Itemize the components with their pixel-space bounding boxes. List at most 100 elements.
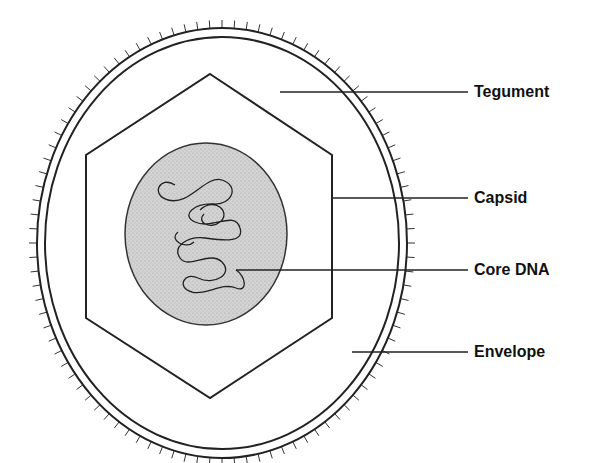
- spike: [304, 436, 308, 443]
- spike: [407, 257, 415, 258]
- spike: [94, 76, 100, 82]
- spike: [403, 200, 411, 201]
- spike: [344, 76, 350, 82]
- spike: [361, 96, 367, 101]
- spike: [94, 405, 100, 411]
- spike: [69, 374, 76, 378]
- leader-line: [352, 351, 468, 353]
- spike: [344, 405, 350, 411]
- spike: [353, 395, 359, 400]
- envelope-inner-outline: [45, 37, 399, 449]
- spike: [29, 257, 37, 258]
- spike: [197, 22, 198, 30]
- spike: [369, 108, 376, 112]
- spike: [407, 243, 415, 244]
- spike: [258, 454, 260, 462]
- spike: [281, 32, 284, 39]
- spike: [136, 436, 140, 443]
- spike: [270, 28, 272, 36]
- spike: [69, 108, 76, 112]
- spike: [405, 271, 413, 273]
- spike: [49, 338, 56, 341]
- spike: [172, 451, 174, 459]
- spike: [393, 158, 401, 161]
- spike: [44, 158, 52, 161]
- part-label: Envelope: [474, 342, 545, 362]
- spike: [184, 454, 186, 462]
- spike: [184, 24, 186, 32]
- spike: [405, 214, 413, 216]
- spike: [246, 22, 247, 30]
- spike: [361, 385, 367, 390]
- spike: [401, 186, 409, 188]
- spike: [197, 456, 198, 463]
- spike: [31, 214, 39, 216]
- part-label: Core DNA: [474, 260, 550, 280]
- spike: [61, 362, 68, 366]
- spike: [125, 429, 129, 436]
- spike: [335, 66, 340, 72]
- spike: [325, 422, 330, 428]
- spike: [388, 145, 395, 148]
- spike: [39, 312, 47, 314]
- spike: [335, 414, 340, 420]
- spike: [33, 285, 41, 286]
- spike: [388, 338, 395, 341]
- spike: [104, 414, 109, 420]
- spike: [49, 145, 56, 148]
- spike: [222, 20, 223, 28]
- spike: [36, 299, 44, 301]
- spike: [31, 271, 39, 273]
- spike: [209, 20, 211, 28]
- spike: [55, 132, 62, 136]
- core: [125, 143, 287, 325]
- spike: [401, 299, 409, 301]
- spike: [29, 243, 37, 244]
- spike: [376, 362, 383, 366]
- leader-line: [332, 197, 468, 199]
- spike: [125, 50, 129, 57]
- spike: [77, 96, 83, 101]
- leader-line: [280, 91, 468, 93]
- spike: [393, 325, 401, 328]
- spike: [376, 120, 383, 124]
- spike: [397, 312, 405, 314]
- capsid-hexagon: [86, 74, 332, 398]
- spike: [304, 43, 308, 50]
- dna-strand: [158, 179, 244, 292]
- spike: [315, 50, 319, 57]
- spike: [407, 228, 415, 229]
- spike: [160, 447, 163, 454]
- spike: [293, 442, 296, 449]
- spike: [148, 442, 151, 449]
- spike: [172, 28, 174, 36]
- spike: [61, 120, 68, 124]
- spike: [36, 186, 44, 188]
- part-label: Capsid: [474, 188, 527, 208]
- spike: [258, 24, 260, 32]
- spike: [325, 58, 330, 64]
- spike: [234, 20, 236, 28]
- spike: [85, 86, 91, 91]
- spike: [114, 58, 119, 64]
- spike: [353, 86, 359, 91]
- spike: [281, 447, 284, 454]
- envelope-spikes: [29, 20, 415, 463]
- spike: [114, 422, 119, 428]
- part-label: Tegument: [474, 82, 549, 102]
- spike: [315, 429, 319, 436]
- spike: [382, 132, 389, 136]
- spike: [270, 451, 272, 459]
- spike: [33, 200, 41, 201]
- spike: [403, 285, 411, 286]
- spike: [55, 351, 62, 355]
- spike: [160, 32, 163, 39]
- spike: [148, 37, 151, 44]
- spike: [104, 66, 109, 72]
- leader-line: [236, 269, 468, 271]
- spike: [369, 374, 376, 378]
- spike: [29, 228, 37, 229]
- spike: [39, 172, 47, 174]
- spike: [246, 456, 247, 463]
